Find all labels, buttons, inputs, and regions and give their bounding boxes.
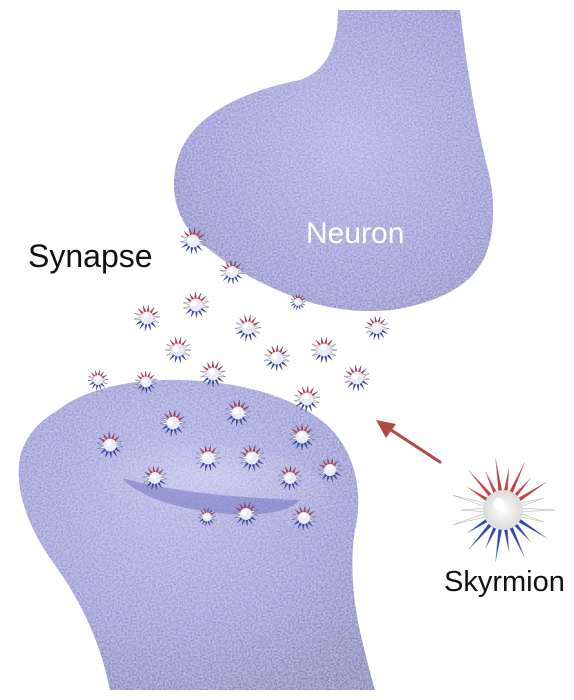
skyrmion-particle: [234, 502, 258, 526]
skyrmion-particle: [97, 432, 123, 458]
neuron-terminal: [173, 10, 494, 312]
skyrmion-particle: [289, 423, 315, 451]
skyrmion-particle: [344, 365, 370, 391]
skyrmion-particle: [142, 466, 168, 490]
skyrmion-particle: [159, 410, 187, 436]
skyrmion-particle: [234, 315, 262, 341]
skyrmion-particle: [134, 305, 160, 331]
neuron-label: Neuron: [306, 217, 405, 250]
skyrmion-particle: [194, 445, 222, 471]
skyrmion-particle: [197, 508, 217, 526]
skyrmion-particle: [364, 316, 390, 340]
skyrmion-particle: [180, 228, 206, 254]
skyrmion-particle: [289, 294, 307, 310]
skyrmion-large-icon: [453, 458, 556, 562]
skyrmion-particle: [294, 385, 320, 413]
skyrmion-particle: [164, 337, 192, 363]
synapse-label: Synapse: [28, 238, 153, 274]
skyrmion-label: Skyrmion: [444, 566, 565, 598]
skyrmion-particle: [135, 370, 157, 394]
skyrmion-particle: [278, 465, 302, 491]
skyrmion-particle: [225, 400, 251, 426]
skyrmion-particle: [87, 370, 109, 390]
dendrite-terminal: [18, 379, 375, 690]
skyrmion-particle: [238, 445, 266, 471]
skyrmion-particle: [183, 291, 209, 319]
skyrmion-particle: [317, 458, 343, 482]
skyrmion-particle: [292, 506, 316, 530]
skyrmion-particle: [310, 337, 338, 363]
arrow-icon: [376, 420, 442, 464]
skyrmion-particle: [220, 260, 244, 284]
skyrmion-particle: [200, 360, 226, 388]
skyrmion-particle: [264, 344, 290, 372]
skyrmion-particles: [87, 228, 390, 530]
